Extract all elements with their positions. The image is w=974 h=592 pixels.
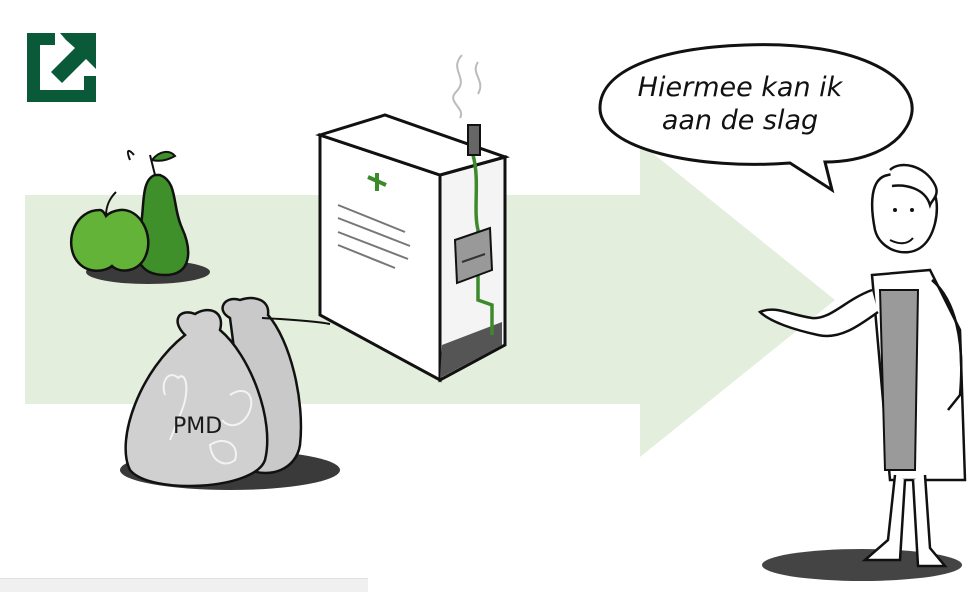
apple-pear-icon: [69, 149, 210, 284]
speech-bubble: [598, 43, 914, 194]
horizontal-scrollbar[interactable]: [0, 578, 368, 592]
scientist-icon: [757, 163, 967, 581]
bag-label: PMD: [173, 414, 223, 439]
composting-device-icon: [315, 54, 511, 383]
waste-bag-icon: [120, 296, 340, 490]
speech-line-2: aan de slag: [661, 104, 819, 136]
speech-text: Hiermee kan ik aan de slag: [600, 72, 880, 138]
speech-line-1: Hiermee kan ik: [637, 72, 843, 103]
external-link-icon: [27, 33, 96, 102]
